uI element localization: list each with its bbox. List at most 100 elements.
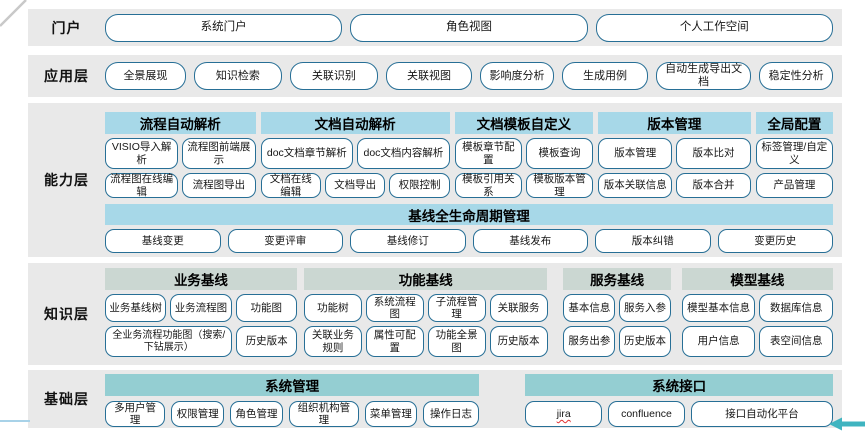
button-permission-mgmt[interactable]: 权限管理 xyxy=(171,401,225,427)
button-tablespace-info[interactable]: 表空间信息 xyxy=(759,326,833,357)
jira-label: jira xyxy=(556,407,571,420)
button-version-correction[interactable]: 版本纠错 xyxy=(595,229,711,253)
button-template-reference-relation[interactable]: 模板引用关系 xyxy=(454,173,522,198)
button-menu-mgmt[interactable]: 菜单管理 xyxy=(365,401,417,427)
capability-groups: 流程自动解析 VISIO导入解析 流程图前端展示 流程图在线编辑 流程图导出 文… xyxy=(105,112,833,198)
group-function-baseline: 功能基线 功能树 系统流程图 子流程管理 关联服务 关联业务规则 属性可配置 功… xyxy=(303,268,548,357)
button-change-history[interactable]: 变更历史 xyxy=(717,229,833,253)
header-business-baseline: 业务基线 xyxy=(105,268,297,290)
button-product-mgmt[interactable]: 产品管理 xyxy=(755,173,833,198)
button-function-diagram[interactable]: 功能图 xyxy=(235,294,297,322)
button-role-mgmt[interactable]: 角色管理 xyxy=(230,401,283,427)
header-system-mgmt: 系统管理 xyxy=(105,374,480,396)
button-database-info[interactable]: 数据库信息 xyxy=(759,294,833,322)
button-flowchart-export[interactable]: 流程图导出 xyxy=(182,173,256,198)
button-multi-user-mgmt[interactable]: 多用户管理 xyxy=(105,401,166,427)
button-function-panorama[interactable]: 功能全景图 xyxy=(427,326,486,357)
button-impact-analysis[interactable]: 影响度分析 xyxy=(480,62,554,90)
layer-label-application: 应用层 xyxy=(44,68,89,84)
base-content: 系统管理 多用户管理 权限管理 角色管理 组织机构管理 菜单管理 操作日志 系统… xyxy=(105,370,842,428)
button-operation-log[interactable]: 操作日志 xyxy=(422,401,480,427)
button-business-flowchart[interactable]: 业务流程图 xyxy=(170,294,232,322)
button-doc-chapter-parse[interactable]: doc文档章节解析 xyxy=(260,138,354,169)
button-history-version[interactable]: 历史版本 xyxy=(489,326,548,357)
button-doc-export[interactable]: 文档导出 xyxy=(324,173,386,198)
button-stability-analysis[interactable]: 稳定性分析 xyxy=(759,62,833,90)
layer-label-capability: 能力层 xyxy=(44,172,89,188)
button-business-baseline-tree[interactable]: 业务基线树 xyxy=(105,294,167,322)
button-org-structure-mgmt[interactable]: 组织机构管理 xyxy=(288,401,360,427)
layer-label-knowledge: 知识层 xyxy=(44,306,89,322)
header-model-baseline: 模型基线 xyxy=(681,268,833,290)
button-version-mgmt[interactable]: 版本管理 xyxy=(598,138,673,169)
button-doc-online-edit[interactable]: 文档在线编辑 xyxy=(260,173,321,198)
button-user-info[interactable]: 用户信息 xyxy=(681,326,756,357)
header-baseline-lifecycle: 基线全生命周期管理 xyxy=(105,204,833,225)
button-flowchart-front-display[interactable]: 流程图前端展示 xyxy=(182,138,256,169)
application-content: 全景展现 知识检索 关联识别 关联视图 影响度分析 生成用例 自动生成导出文档 … xyxy=(105,55,842,97)
group-system-mgmt: 系统管理 多用户管理 权限管理 角色管理 组织机构管理 菜单管理 操作日志 xyxy=(105,374,480,427)
button-system-flowchart[interactable]: 系统流程图 xyxy=(365,294,424,322)
group-global-config: 全局配置 标签管理/自定义 产品管理 xyxy=(755,112,833,198)
button-full-business-flow-function-map[interactable]: 全业务流程功能图（搜索/下钻展示） xyxy=(105,326,233,357)
button-system-portal[interactable]: 系统门户 xyxy=(105,13,343,42)
button-role-view[interactable]: 角色视图 xyxy=(350,13,588,42)
button-jira[interactable]: jira xyxy=(525,401,603,427)
capability-content: 流程自动解析 VISIO导入解析 流程图前端展示 流程图在线编辑 流程图导出 文… xyxy=(105,103,842,257)
button-flowchart-online-edit[interactable]: 流程图在线编辑 xyxy=(105,173,179,198)
button-change-review[interactable]: 变更评审 xyxy=(227,229,343,253)
button-interface-automation-platform[interactable]: 接口自动化平台 xyxy=(690,401,833,427)
left-arrow-icon xyxy=(829,417,865,431)
button-panorama-display[interactable]: 全景展现 xyxy=(105,62,186,90)
button-template-query[interactable]: 模板查询 xyxy=(525,138,594,169)
button-version-merge[interactable]: 版本合并 xyxy=(676,173,751,198)
header-system-interface: 系统接口 xyxy=(525,374,833,396)
button-attribute-configurable[interactable]: 属性可配置 xyxy=(365,326,424,357)
button-related-services[interactable]: 关联服务 xyxy=(489,294,548,322)
button-doc-content-parse[interactable]: doc文档内容解析 xyxy=(357,138,450,169)
button-related-business-rules[interactable]: 关联业务规则 xyxy=(303,326,362,357)
button-relation-view[interactable]: 关联视图 xyxy=(385,62,473,90)
portal-content: 系统门户 角色视图 个人工作空间 xyxy=(105,9,842,46)
button-personal-workspace[interactable]: 个人工作空间 xyxy=(595,13,833,42)
button-visio-import-parse[interactable]: VISIO导入解析 xyxy=(105,138,179,169)
button-relation-identify[interactable]: 关联识别 xyxy=(289,62,378,90)
corner-fold-decoration xyxy=(0,0,27,27)
layer-knowledge: 知识层 业务基线 业务基线树 业务流程图 功能图 全业务流程功能图（搜索/下钻展… xyxy=(28,263,842,365)
button-history-version[interactable]: 历史版本 xyxy=(619,326,671,357)
button-template-chapter-config[interactable]: 模板章节配置 xyxy=(454,138,522,169)
button-tag-mgmt-custom[interactable]: 标签管理/自定义 xyxy=(755,138,833,169)
button-version-compare[interactable]: 版本比对 xyxy=(676,138,751,169)
button-function-tree[interactable]: 功能树 xyxy=(303,294,362,322)
knowledge-content: 业务基线 业务基线树 业务流程图 功能图 全业务流程功能图（搜索/下钻展示） 历… xyxy=(105,263,842,365)
button-auto-generate-export-doc[interactable]: 自动生成导出文档 xyxy=(656,62,752,90)
layer-application: 应用层 全景展现 知识检索 关联识别 关联视图 影响度分析 生成用例 自动生成导… xyxy=(28,55,842,97)
button-service-output-params[interactable]: 服务出参 xyxy=(563,326,616,357)
group-service-baseline: 服务基线 基本信息 服务入参 服务出参 历史版本 xyxy=(563,268,671,357)
group-business-baseline: 业务基线 业务基线树 业务流程图 功能图 全业务流程功能图（搜索/下钻展示） 历… xyxy=(105,268,297,357)
button-permission-control[interactable]: 权限控制 xyxy=(389,173,450,198)
button-history-version[interactable]: 历史版本 xyxy=(236,326,297,357)
button-template-version-mgmt[interactable]: 模板版本管理 xyxy=(525,173,594,198)
button-subflow-mgmt[interactable]: 子流程管理 xyxy=(427,294,486,322)
button-baseline-revise[interactable]: 基线修订 xyxy=(350,229,466,253)
header-global-config: 全局配置 xyxy=(755,112,833,134)
button-baseline-change[interactable]: 基线变更 xyxy=(105,229,221,253)
group-version-mgmt: 版本管理 版本管理 版本比对 版本关联信息 版本合并 xyxy=(598,112,751,198)
button-baseline-release[interactable]: 基线发布 xyxy=(472,229,588,253)
button-basic-info[interactable]: 基本信息 xyxy=(563,294,616,322)
header-doc-template-custom: 文档模板自定义 xyxy=(454,112,594,134)
button-confluence[interactable]: confluence xyxy=(608,401,685,427)
group-system-interface: 系统接口 jira confluence 接口自动化平台 xyxy=(525,374,833,427)
button-knowledge-search[interactable]: 知识检索 xyxy=(193,62,282,90)
button-generate-usecase[interactable]: 生成用例 xyxy=(561,62,649,90)
header-function-baseline: 功能基线 xyxy=(303,268,548,290)
button-service-input-params[interactable]: 服务入参 xyxy=(619,294,671,322)
button-version-relation-info[interactable]: 版本关联信息 xyxy=(598,173,673,198)
header-process-auto-parse: 流程自动解析 xyxy=(105,112,256,134)
group-model-baseline: 模型基线 模型基本信息 数据库信息 用户信息 表空间信息 xyxy=(681,268,833,357)
layer-label-portal: 门户 xyxy=(51,19,82,36)
group-doc-template-custom: 文档模板自定义 模板章节配置 模板查询 模板引用关系 模板版本管理 xyxy=(454,112,594,198)
layer-label-base: 基础层 xyxy=(44,391,89,407)
button-model-basic-info[interactable]: 模型基本信息 xyxy=(681,294,756,322)
